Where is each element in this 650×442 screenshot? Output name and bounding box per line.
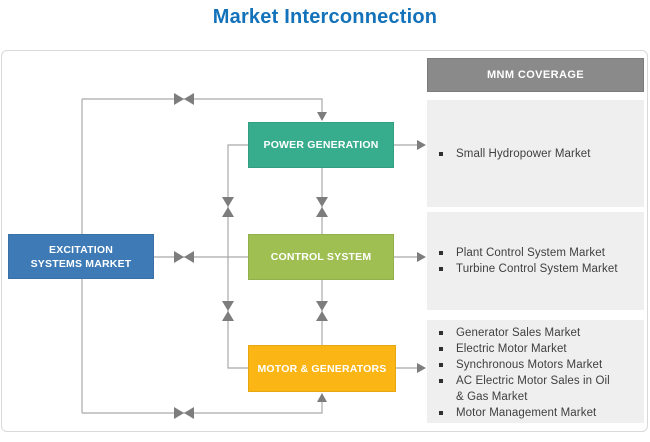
power-generation-box: POWER GENERATION [248, 122, 394, 168]
connector-side-vertical [227, 144, 248, 369]
motor-generators-box: MOTOR & GENERATORS [248, 345, 396, 392]
valve-icon [174, 407, 194, 419]
list-item: Small Hydropower Market [438, 146, 636, 162]
page-title: Market Interconnection [212, 6, 438, 28]
bullet-icon [439, 331, 443, 335]
coverage-panel-motor-generators: Generator Sales Market Electric Motor Ma… [427, 320, 644, 423]
arrow-right-icon [417, 363, 426, 373]
market-item-label: Motor Management Market [456, 407, 597, 419]
bullet-icon [439, 347, 443, 351]
list-item: Electric Motor Market [438, 341, 636, 357]
list-item: Plant Control System Market [438, 245, 636, 261]
bullet-icon [439, 379, 443, 383]
arrow-up-icon [317, 393, 327, 402]
mnm-coverage-header: MNM COVERAGE [427, 58, 644, 92]
connector-top [82, 98, 323, 114]
excitation-systems-box: EXCITATION SYSTEMS MARKET [8, 234, 154, 279]
market-item-label: Synchronous Motors Market [456, 359, 603, 371]
market-item-label: Small Hydropower Market [456, 147, 591, 160]
connector-bottom [82, 400, 323, 414]
coverage-panel-power-generation: Small Hydropower Market [427, 100, 644, 207]
valve-icon [174, 93, 194, 105]
list-item: Generator Sales Market [438, 325, 636, 341]
valve-icon [316, 301, 328, 321]
coverage-panel-control-system: Plant Control System Market Turbine Cont… [427, 212, 644, 310]
figure-border [1, 50, 648, 432]
market-item-label: Generator Sales Market [456, 327, 581, 339]
arrow-right-icon [417, 140, 426, 150]
market-item-label: Electric Motor Market [456, 343, 567, 355]
market-item-label: Turbine Control System Market [456, 263, 618, 275]
valve-icon [174, 251, 194, 263]
list-item: Synchronous Motors Market [438, 357, 636, 373]
bullet-icon [439, 251, 443, 255]
bullet-icon [439, 267, 443, 271]
list-item: Motor Management Market [438, 405, 636, 421]
list-item: AC Electric Motor Sales in Oil & Gas Mar… [438, 373, 636, 405]
control-system-box: CONTROL SYSTEM [248, 234, 394, 280]
bullet-icon [439, 151, 443, 156]
arrow-right-icon [417, 252, 426, 262]
valve-icon [222, 197, 234, 217]
market-item-label: Plant Control System Market [456, 247, 606, 259]
bullet-icon [439, 411, 443, 415]
list-item: Turbine Control System Market [438, 261, 636, 277]
valve-icon [222, 301, 234, 321]
bullet-icon [439, 363, 443, 367]
market-item-label: AC Electric Motor Sales in Oil & Gas Mar… [456, 375, 610, 403]
arrow-down-icon [317, 112, 327, 121]
valve-icon [316, 197, 328, 217]
